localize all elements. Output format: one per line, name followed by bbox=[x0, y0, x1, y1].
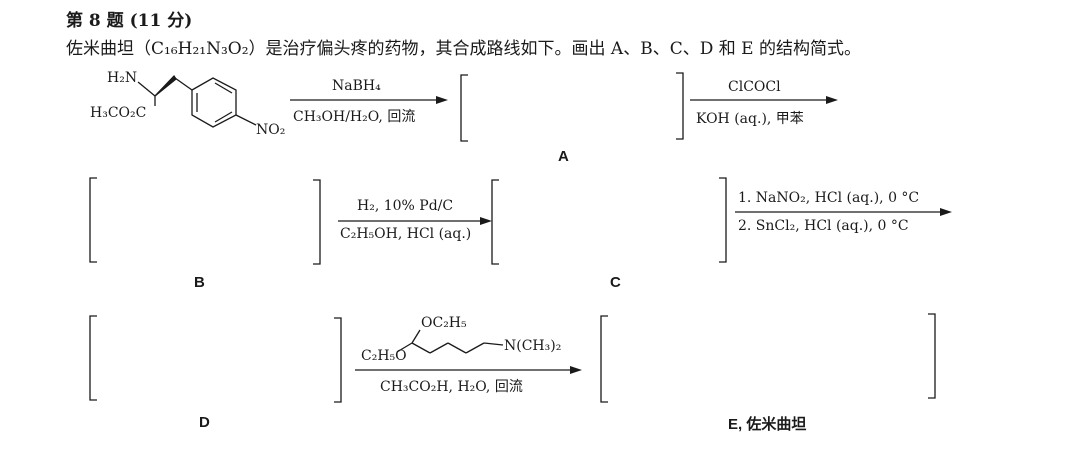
answer-label-c: C bbox=[610, 274, 621, 291]
question-title: 第 8 题 (11 分) bbox=[66, 11, 193, 31]
step1-reagent: NaBH₄ bbox=[332, 78, 381, 94]
step2-reagent: ClCOCl bbox=[728, 79, 781, 95]
answer-label-b: B bbox=[194, 274, 205, 291]
nitro-label: NO₂ bbox=[256, 122, 285, 138]
step4-reagent-2: 2. SnCl₂, HCl (aq.), 0 °C bbox=[738, 218, 909, 234]
answer-label-e: E, 佐米曲坦 bbox=[728, 416, 807, 433]
step3-reagent: H₂, 10% Pd/C bbox=[357, 198, 454, 214]
step4-reagent-1: 1. NaNO₂, HCl (aq.), 0 °C bbox=[738, 190, 920, 206]
answer-label-d: D bbox=[199, 414, 210, 431]
dimethylamine-label: N(CH₃)₂ bbox=[504, 338, 561, 354]
step2-conditions: KOH (aq.), 甲苯 bbox=[696, 111, 804, 127]
acetal-reagent-structure bbox=[396, 329, 504, 354]
ester-label: H₃CO₂C bbox=[90, 105, 146, 121]
starting-material-structure bbox=[137, 74, 257, 128]
step5-conditions: CH₃CO₂H, H₂O, 回流 bbox=[380, 379, 523, 395]
question-intro: 佐米曲坦（C₁₆H₂₁N₃O₂）是治疗偏头疼的药物，其合成路线如下。画出 A、B… bbox=[66, 39, 861, 59]
ethoxy-top-label: OC₂H₅ bbox=[421, 315, 467, 331]
amine-label: H₂N bbox=[107, 70, 137, 86]
answer-label-a: A bbox=[558, 148, 569, 165]
step3-conditions: C₂H₅OH, HCl (aq.) bbox=[340, 226, 472, 242]
ethoxy-left-label: C₂H₅O bbox=[361, 348, 407, 364]
step1-conditions: CH₃OH/H₂O, 回流 bbox=[293, 109, 416, 125]
